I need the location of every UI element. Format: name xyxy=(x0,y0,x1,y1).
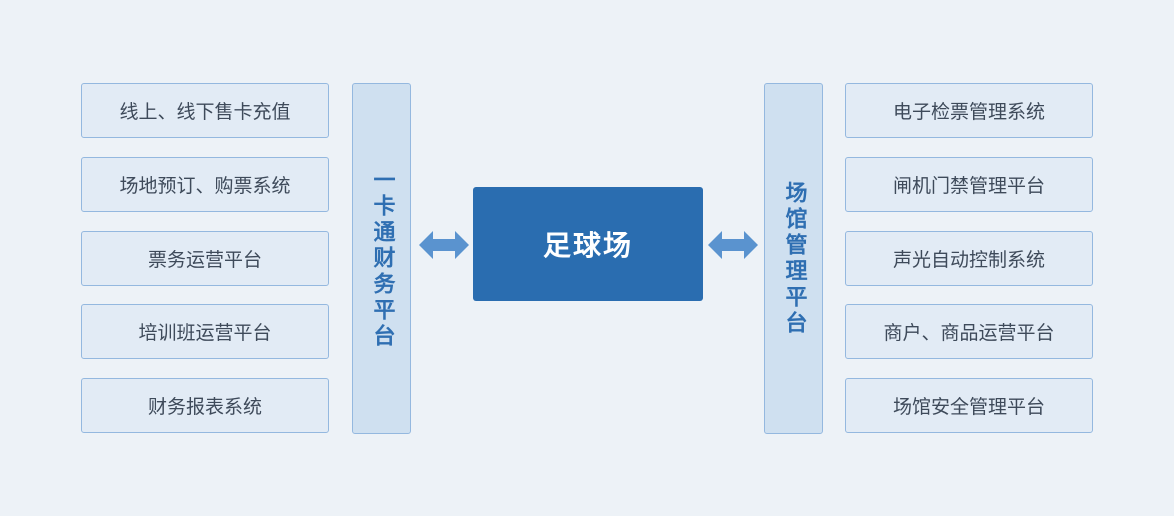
right-system-box: 商户、商品运营平台 xyxy=(845,304,1093,359)
right-system-box: 闸机门禁管理平台 xyxy=(845,157,1093,212)
right-system-label: 电子检票管理系统 xyxy=(892,101,1045,123)
left-system-label: 财务报表系统 xyxy=(147,396,262,418)
right-system-box: 场馆安全管理平台 xyxy=(845,378,1093,433)
left-system-box: 线上、线下售卡充值 xyxy=(81,83,329,138)
left-system-box: 票务运营平台 xyxy=(81,231,329,286)
right-double-arrow-icon xyxy=(708,231,758,259)
center-label: 足球场 xyxy=(542,229,633,262)
left-system-box: 财务报表系统 xyxy=(81,378,329,433)
left-system-label: 线上、线下售卡充值 xyxy=(119,101,291,123)
left-platform-bar: 一卡通财务平台 xyxy=(352,83,411,434)
left-platform-label: 一卡通财务平台 xyxy=(369,167,395,350)
left-system-box: 培训班运营平台 xyxy=(81,304,329,359)
right-system-box: 电子检票管理系统 xyxy=(845,83,1093,138)
center-node: 足球场 xyxy=(473,187,703,301)
right-system-label: 闸机门禁管理平台 xyxy=(892,175,1045,197)
left-system-box: 场地预订、购票系统 xyxy=(81,157,329,212)
left-system-label: 票务运营平台 xyxy=(147,249,262,271)
right-system-label: 商户、商品运营平台 xyxy=(883,322,1055,344)
left-double-arrow-icon xyxy=(419,231,469,259)
right-system-box: 声光自动控制系统 xyxy=(845,231,1093,286)
left-system-label: 培训班运营平台 xyxy=(138,322,272,344)
right-system-label: 声光自动控制系统 xyxy=(892,249,1045,271)
left-system-label: 场地预订、购票系统 xyxy=(119,175,291,197)
right-platform-label: 场馆管理平台 xyxy=(781,180,807,337)
right-platform-bar: 场馆管理平台 xyxy=(764,83,823,434)
right-system-label: 场馆安全管理平台 xyxy=(892,396,1045,418)
